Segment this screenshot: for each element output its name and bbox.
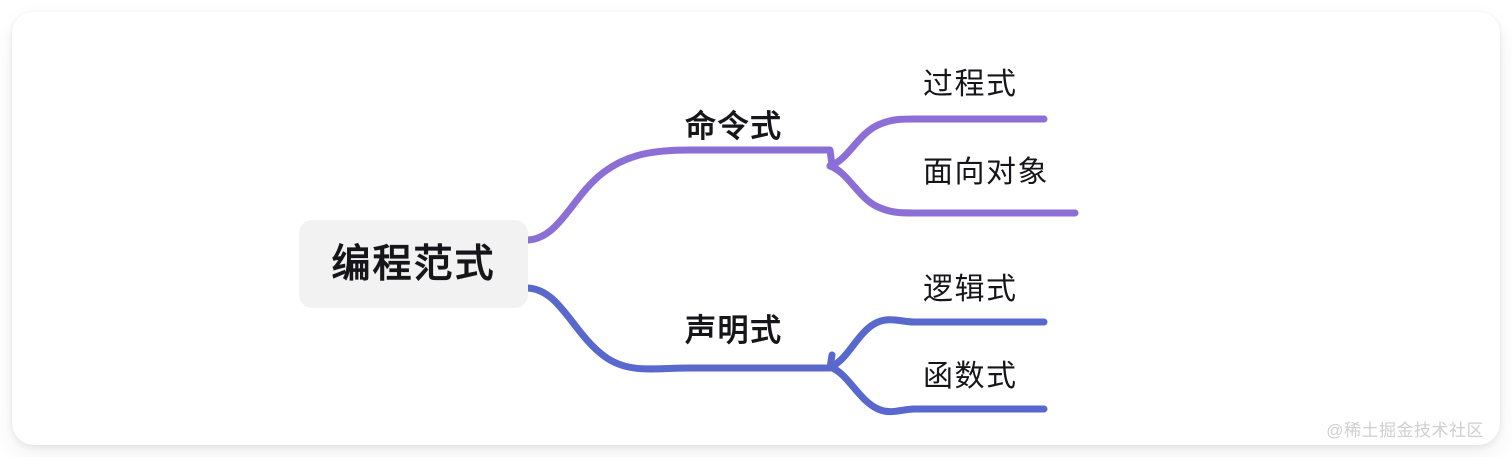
branch-label-imperative[interactable]: 命令式 [685,109,783,144]
mindmap-root-label: 编程范式 [331,242,496,286]
mindmap-card [12,12,1500,445]
leaf-label-functional[interactable]: 函数式 [923,360,1018,393]
watermark: @稀土掘金技术社区 [1326,421,1484,440]
mindmap-root-node[interactable]: 编程范式 [299,220,528,308]
leaf-label-logic[interactable]: 逻辑式 [923,273,1018,306]
branch-label-declarative[interactable]: 声明式 [685,313,783,348]
leaf-label-procedural[interactable]: 过程式 [923,68,1018,101]
leaf-label-object-oriented[interactable]: 面向对象 [923,156,1049,189]
